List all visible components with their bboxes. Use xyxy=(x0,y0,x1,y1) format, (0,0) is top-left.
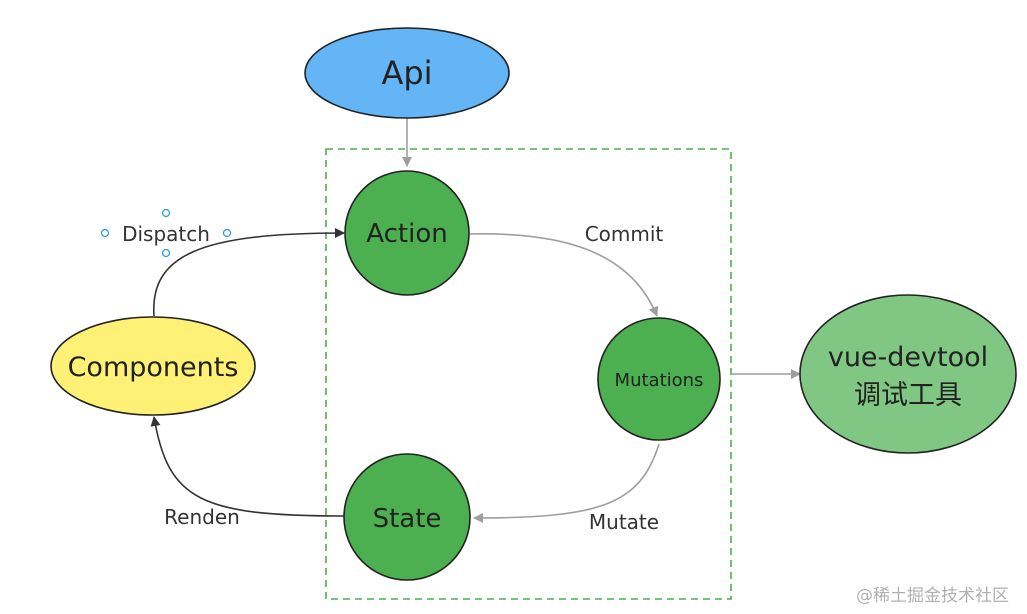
dispatch-arrow xyxy=(153,228,345,317)
mutate-arrow xyxy=(473,443,660,523)
renden-arrow xyxy=(150,416,345,517)
selection-handle-left[interactable] xyxy=(100,228,110,238)
vuex-store-boundary xyxy=(325,148,732,600)
components-node: Components xyxy=(50,316,256,416)
mutations-label: Mutations xyxy=(615,370,704,391)
devtool-node: vue-devtool 调试工具 xyxy=(799,294,1017,454)
devtool-label-line2: 调试工具 xyxy=(854,380,962,411)
api-node: Api xyxy=(304,27,510,119)
commit-arrow xyxy=(469,233,659,317)
dispatch-selection-handles[interactable] xyxy=(100,208,232,258)
dispatch-label: Dispatch xyxy=(122,222,210,246)
state-label: State xyxy=(373,504,442,534)
commit-label: Commit xyxy=(585,222,664,246)
api-label: Api xyxy=(381,54,432,92)
mutations-node: Mutations xyxy=(597,317,721,441)
selection-handle-right[interactable] xyxy=(222,228,232,238)
watermark: @稀土掘金技术社区 xyxy=(856,586,1009,606)
selection-handle-bottom[interactable] xyxy=(161,248,171,258)
action-node: Action xyxy=(344,170,470,296)
state-node: State xyxy=(343,453,471,581)
selection-handle-top[interactable] xyxy=(161,208,171,218)
mutate-label: Mutate xyxy=(589,510,659,534)
components-label: Components xyxy=(68,352,239,383)
action-label: Action xyxy=(366,219,447,249)
devtool-label-line1: vue-devtool xyxy=(828,342,988,373)
renden-label: Renden xyxy=(164,505,240,529)
